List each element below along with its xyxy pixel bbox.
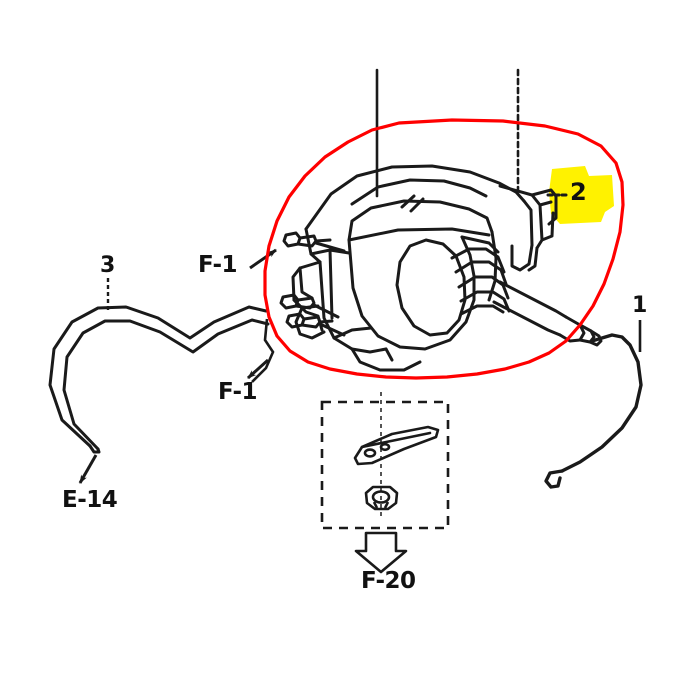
arrow-f1-lower [246, 358, 270, 380]
label-f1-upper: F-1 [198, 252, 238, 278]
mounting-bolt-upper [282, 231, 332, 248]
label-e14: E-14 [62, 487, 118, 513]
label-part-2: 2 [570, 178, 587, 206]
part-1-rod [544, 333, 643, 489]
label-part-1: 1 [632, 293, 648, 318]
arrow-f1-upper [249, 248, 277, 270]
arrow-e14 [78, 454, 98, 484]
f20-detail-box [320, 392, 450, 530]
label-part-3: 3 [100, 253, 116, 278]
leader-path-f1-lower [251, 318, 275, 383]
red-annotation-circle [263, 118, 625, 380]
yellow-highlight-blob [549, 166, 614, 224]
part-3-hose [48, 305, 270, 454]
label-f20: F-20 [361, 568, 416, 594]
label-f1-lower: F-1 [218, 379, 258, 405]
part-2-choke-assembly [279, 68, 603, 372]
f20-block-arrow [354, 531, 408, 574]
mounting-bolt-lower [285, 312, 334, 329]
hex-nut [364, 485, 399, 511]
lever-arm [353, 425, 440, 466]
mounting-bolt-middle [279, 293, 316, 310]
